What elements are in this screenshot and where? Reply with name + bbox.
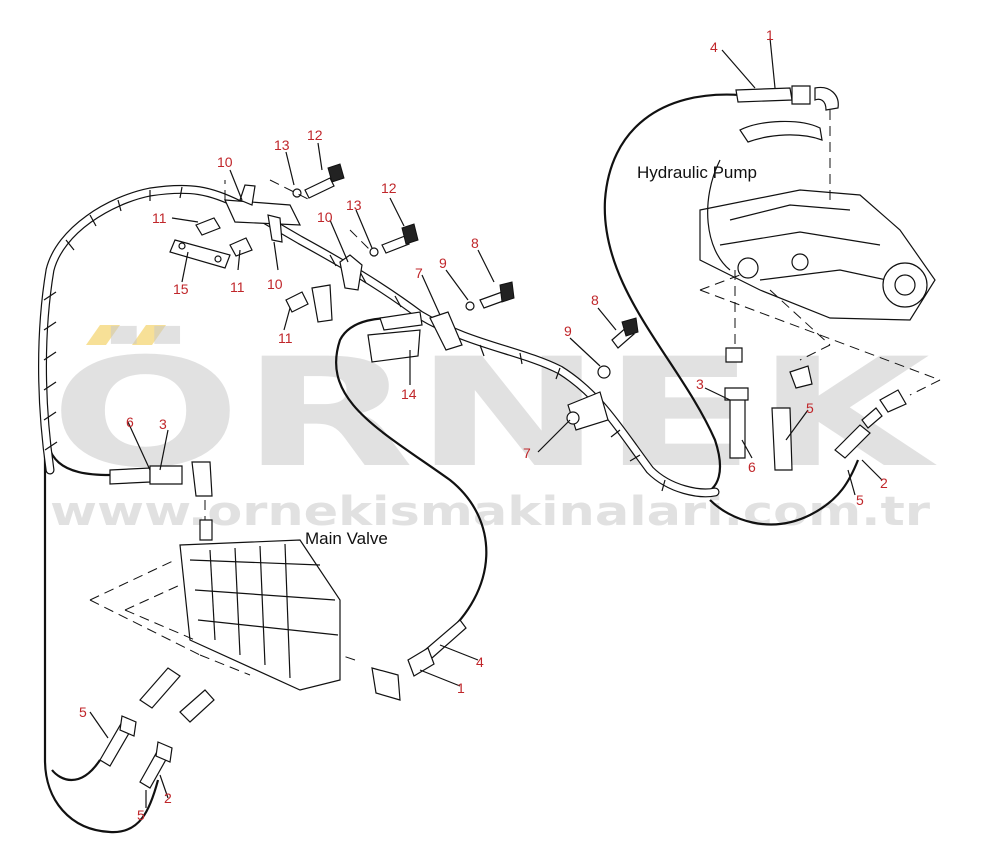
callout-15: 15 <box>173 281 189 297</box>
callout-7-upper: 7 <box>415 265 423 281</box>
callout-2-right: 2 <box>880 475 888 491</box>
callout-5-right-lower: 5 <box>856 492 864 508</box>
callout-13-middle: 13 <box>346 197 362 213</box>
callout-3-right: 3 <box>696 376 704 392</box>
callout-4-bottom: 4 <box>476 654 484 670</box>
callout-5-right-upper: 5 <box>806 400 814 416</box>
callout-4-top: 4 <box>710 39 718 55</box>
callout-11-left: 11 <box>152 210 167 226</box>
hose-right-bottom <box>709 459 860 526</box>
callout-13-upper: 13 <box>274 137 290 153</box>
callout-1-top: 1 <box>766 27 774 43</box>
callout-11-lower: 11 <box>278 330 293 346</box>
callout-9-upper: 9 <box>439 255 447 271</box>
callout-9-right: 9 <box>564 323 572 339</box>
callout-14: 14 <box>401 386 417 402</box>
callout-8-upper: 8 <box>471 235 479 251</box>
watermark-brand: ÖRNEK <box>50 325 937 501</box>
callout-6-left: 6 <box>126 414 134 430</box>
hose-center-loop <box>335 317 488 641</box>
callouts: 1 4 13 12 10 11 13 12 10 11 15 11 10 8 9… <box>79 27 888 823</box>
leader-lines <box>89 37 883 808</box>
callout-6-right: 6 <box>748 459 756 475</box>
hoses <box>43 93 860 834</box>
clamp-bracket-assembly <box>169 163 639 431</box>
watermark: ÖRNEK www.ornekismakinalari.com.tr <box>50 325 937 535</box>
hose-left-return <box>51 759 101 781</box>
watermark-accent-dot-left <box>86 325 120 345</box>
callout-12-upper: 12 <box>307 127 323 143</box>
callout-7-lower: 7 <box>523 445 531 461</box>
fittings <box>99 85 907 789</box>
callout-10-middle: 10 <box>317 209 333 225</box>
callout-10-lower: 10 <box>267 276 283 292</box>
callout-5-bottom-left: 5 <box>79 704 87 720</box>
callout-12-middle: 12 <box>381 180 397 196</box>
hose-left-loop <box>43 419 160 834</box>
callout-3-left: 3 <box>159 416 167 432</box>
watermark-accent-dot-right <box>132 325 166 345</box>
callout-5-bottom: 5 <box>137 807 145 823</box>
hydraulic-pump-label: Hydraulic Pump <box>637 163 757 182</box>
callout-11-center: 11 <box>230 279 245 295</box>
callout-1-bottom: 1 <box>457 680 465 696</box>
watermark-url: www.ornekismakinalari.com.tr <box>50 489 930 535</box>
callout-2-bottom: 2 <box>164 790 172 806</box>
reference-lines <box>89 110 941 676</box>
hose-pump-loop <box>603 93 741 497</box>
main-valve-label: Main Valve <box>305 529 388 548</box>
callout-8-right: 8 <box>591 292 599 308</box>
callout-10-upper: 10 <box>217 154 233 170</box>
main-valve-body <box>179 519 341 691</box>
